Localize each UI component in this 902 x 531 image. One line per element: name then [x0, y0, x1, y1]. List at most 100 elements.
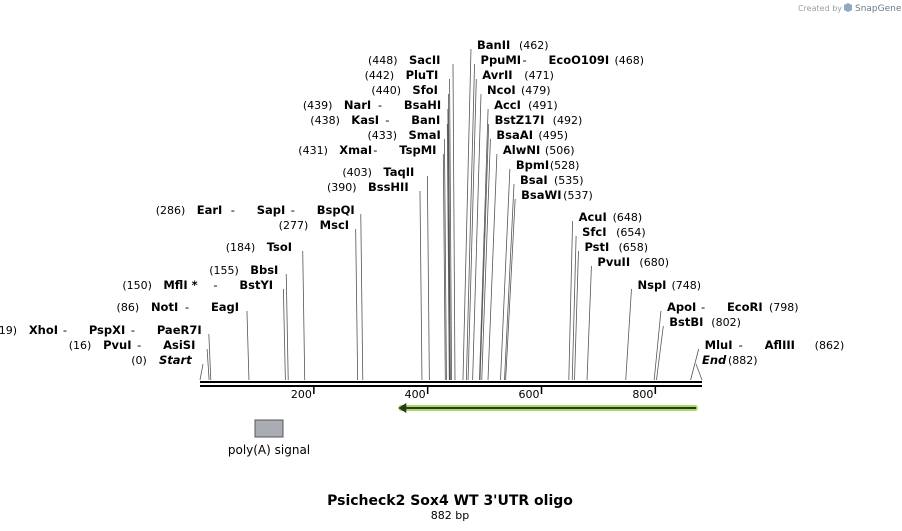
site-pvuii[interactable]: PvuII(680) [586, 255, 669, 381]
site-enzyme-name: BssHII [368, 180, 409, 194]
site-enzyme-name: AsiSI [163, 338, 195, 352]
site-position: (535) [554, 174, 584, 187]
site-kasi[interactable]: (438)KasI - BanI [310, 113, 450, 381]
site-position: (403) [342, 166, 372, 179]
site-noti[interactable]: (86)NotI - EagI [117, 300, 250, 381]
site-msci[interactable]: (277)MscI [279, 218, 359, 381]
site-position: (0) [131, 354, 147, 367]
site-ppumi[interactable]: PpuMI - EcoO109I(468) [465, 53, 644, 381]
site-pluti[interactable]: (442)PluTI [365, 68, 452, 381]
site-enzyme-name: KasI [351, 113, 379, 127]
site-position: (495) [538, 129, 568, 142]
site-position: (86) [117, 301, 140, 314]
site-psti[interactable]: PstI(658) [574, 240, 649, 381]
site-position: (862) [815, 339, 845, 352]
site-smai[interactable]: (433)SmaI [367, 128, 447, 381]
site-enzyme-name: XhoI [29, 323, 58, 337]
site-enzyme-name: SmaI [408, 128, 440, 142]
site-bstz17i[interactable]: BstZ17I(492) [479, 113, 582, 381]
restriction-sites: (0)Start(16)PvuI - AsiSI(19)XhoI - PspXI… [0, 38, 845, 381]
tick-label: 400 [405, 388, 426, 401]
site-connector [446, 123, 450, 381]
dna-backbone [200, 381, 702, 387]
site-avrii[interactable]: AvrII (471) [467, 68, 554, 381]
site-start[interactable]: (0)Start [131, 353, 204, 381]
site-sfoi[interactable]: (440)SfoI [371, 83, 451, 381]
site-enzyme-name: BbsI [250, 263, 278, 277]
site-sacii[interactable]: (448)SacII [368, 53, 456, 381]
site-nari[interactable]: (439)NarI - BsaHI [303, 98, 451, 381]
site-enzyme-name: BstYI [239, 278, 273, 292]
site-apoi[interactable]: ApoI - EcoRI(798) [653, 300, 799, 381]
site-nspi[interactable]: NspI(748) [625, 278, 701, 381]
site-enzyme-name: AflIII [765, 338, 795, 352]
site-separator: - [523, 53, 527, 67]
feature-arrow[interactable] [398, 403, 698, 413]
site-separator: - [185, 300, 189, 314]
site-pvui[interactable]: (16)PvuI - AsiSI [69, 338, 210, 381]
polya-label: poly(A) signal [228, 443, 310, 457]
site-xmai[interactable]: (431)XmaI - TspMI [298, 143, 446, 381]
site-xhoi[interactable]: (19)XhoI - PspXI - PaeR7I [0, 323, 212, 381]
features: poly(A) signal [228, 403, 698, 457]
site-connector [695, 363, 703, 381]
site-enzyme-name: EcoRI [727, 300, 763, 314]
polya-box [254, 419, 284, 438]
site-connector [208, 333, 212, 381]
site-enzyme-name: AvrII [482, 68, 512, 82]
site-ncoi[interactable]: NcoI(479) [472, 83, 551, 381]
site-enzyme-name: MflI * [163, 278, 197, 292]
site-acui[interactable]: AcuI(648) [568, 210, 642, 381]
site-connector [246, 310, 250, 381]
site-position: (442) [365, 69, 395, 82]
arrow-head [398, 403, 407, 413]
site-connector [462, 48, 472, 381]
site-separator: - [213, 278, 217, 292]
site-separator: - [701, 300, 705, 314]
site-separator: - [231, 203, 235, 217]
site-connector [467, 78, 477, 381]
site-taqii[interactable]: (403)TaqII [342, 165, 430, 381]
site-bbsi[interactable]: (155)BbsI [209, 263, 289, 381]
tick-label: 200 [291, 388, 312, 401]
site-alwni[interactable]: AlwNI(506) [487, 143, 575, 381]
site-connector [586, 265, 592, 381]
site-connector [571, 235, 577, 381]
site-bstbi[interactable]: BstBI(802) [656, 315, 741, 381]
snapgene-logo-icon [844, 3, 852, 12]
site-eari[interactable]: (286)EarI - SapI - BspQI [156, 203, 364, 381]
site-tsoi[interactable]: (184)TsoI [226, 240, 306, 381]
site-mfli[interactable]: (150)MflI * - BstYI [122, 278, 286, 381]
site-connector [285, 273, 289, 381]
site-enzyme-name: BpmI [516, 158, 549, 172]
site-enzyme-name: PpuMI [481, 53, 522, 67]
credit-prefix: Created by [798, 4, 842, 13]
site-enzyme-name: TspMI [399, 143, 436, 157]
site-connector [625, 288, 632, 381]
site-connector [282, 288, 286, 381]
site-bsshii[interactable]: (390)BssHII [327, 180, 423, 381]
backbone-bottom-strand [200, 385, 702, 387]
site-end[interactable]: End(882) [695, 353, 758, 381]
site-bsai[interactable]: BsaI(535) [504, 173, 584, 381]
site-banii[interactable]: BanII(462) [462, 38, 549, 381]
site-mlui[interactable]: MluI - AflIII(862) [690, 338, 845, 381]
site-acci[interactable]: AccI(491) [479, 98, 558, 381]
site-position: (462) [519, 39, 549, 52]
site-connector [448, 93, 451, 381]
site-connector [504, 183, 515, 381]
site-enzyme-name: MluI [705, 338, 733, 352]
site-bsaai[interactable]: BsaAI (495) [481, 128, 568, 381]
site-bsawi[interactable]: BsaWI(537) [505, 188, 593, 381]
site-position: (471) [524, 69, 554, 82]
site-sfci[interactable]: SfcI(654) [571, 225, 646, 381]
site-bpmi[interactable]: BpmI(528) [500, 158, 580, 381]
site-enzyme-name: BsaAI [496, 128, 533, 142]
site-connector [419, 190, 423, 381]
site-connector [360, 213, 364, 381]
site-connector [505, 198, 516, 381]
site-position: (882) [728, 354, 758, 367]
site-enzyme-name: AlwNI [503, 143, 540, 157]
map-title: Psicheck2 Sox4 WT 3'UTR oligo [327, 493, 573, 509]
feature-polya-signal[interactable]: poly(A) signal [228, 419, 310, 457]
